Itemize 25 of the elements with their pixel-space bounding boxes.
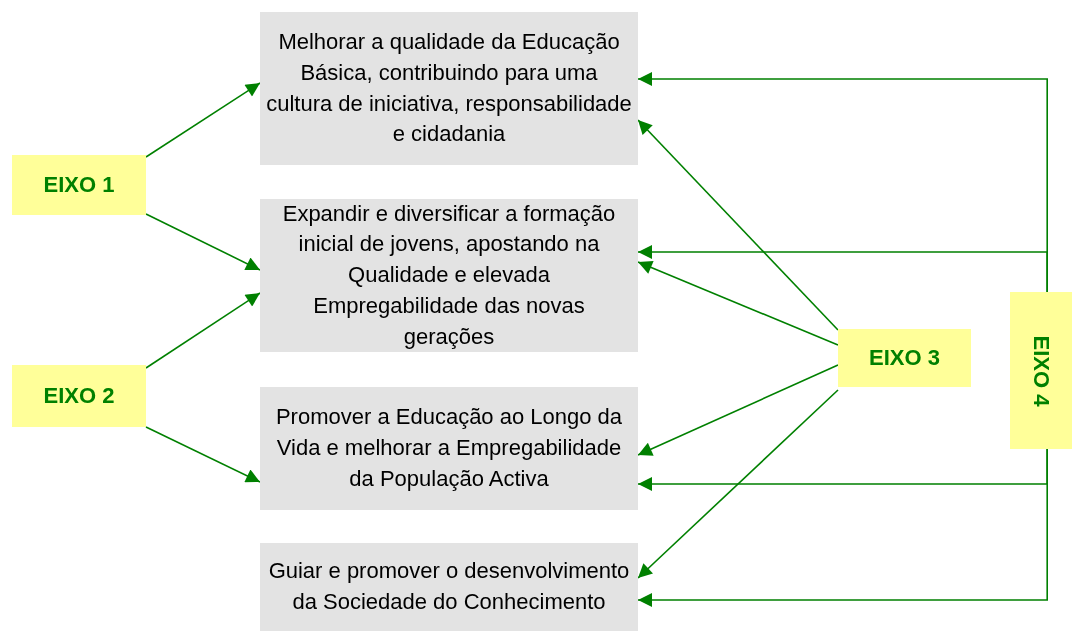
arrow [145,82,261,158]
arrow [637,364,839,456]
goal-box [260,543,638,631]
axis-label-box [12,365,146,427]
goal-box [260,12,638,165]
arrow [637,119,839,331]
label-text: Expandir e diversificar a formação inicial de jovens, apostando na Qualidade e elevada Empregabilidade das novas gerações [281,199,617,351]
arrow [637,260,839,346]
label-text: Promover a Educação ao Longo da Vida e melhorar a Empregabilidade da População Activa [274,403,624,493]
label-text: EIXO 3 [869,345,940,371]
label-text: EIXO 4 [1028,335,1054,406]
axis-label-box [1010,292,1072,449]
label-text: EIXO 1 [43,172,115,198]
goal-box [260,387,638,510]
arrow [637,389,839,579]
arrow [637,448,1048,607]
label-text: Guiar e promover o desenvolvimento da Sociedade do Conhecimento [267,557,631,616]
axis-label-box [838,329,971,387]
label-text: Melhorar a qualidade da Educação Básica, contribuindo para uma cultura de iniciativa, responsabilidade e cidadania [266,27,632,149]
label-text: EIXO 2 [43,383,115,409]
arrow [637,245,1048,293]
axis-label-box [12,155,146,215]
arrow [145,292,261,369]
arrow [145,213,261,271]
arrow [145,426,261,483]
